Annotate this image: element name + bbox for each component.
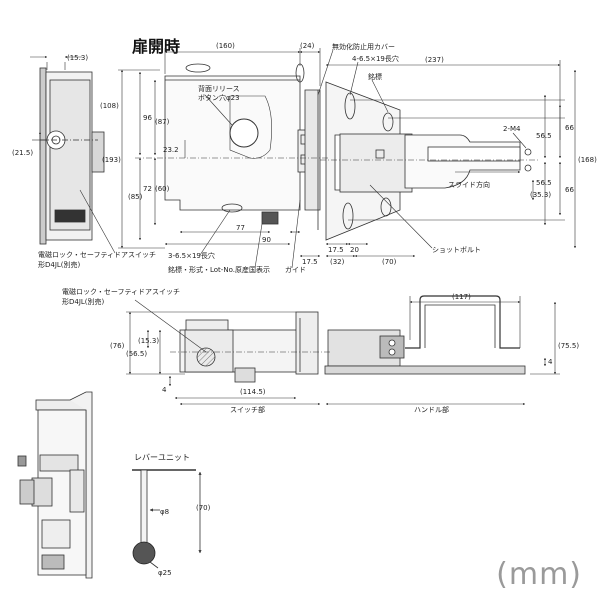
dim-15-3-left: (15.3) — [67, 54, 88, 62]
dim-77: 77 — [236, 224, 245, 232]
dim-32: (32) — [330, 258, 345, 266]
dim-70-top: (70) — [382, 258, 397, 266]
top-view-body — [164, 63, 321, 230]
lever-dim-70: (70) — [196, 504, 211, 512]
dim-72: 72 — [143, 185, 152, 193]
dim-24: (24) — [300, 42, 315, 50]
lever-unit-drawing — [132, 469, 202, 569]
dim-4-front-right: 4 — [548, 358, 553, 366]
release-hole-label: ボタン穴φ23 — [198, 93, 240, 102]
dim-4-front-left: 4 — [162, 386, 167, 394]
top-view-slide-bracket — [320, 81, 540, 241]
dim-117: (117) — [452, 293, 471, 301]
left-switch-label-2: 形D4JL(別売) — [38, 260, 81, 269]
dim-60: (60) — [155, 185, 170, 193]
dim-75-5: (75.5) — [558, 342, 579, 350]
dim-17-5-right: 17.5 — [302, 258, 318, 266]
dim-108: (108) — [100, 102, 119, 110]
unit-label: (mm) — [496, 557, 582, 592]
dim-193: (193) — [102, 156, 121, 164]
dim-56-5-bottom: 56.5 — [536, 179, 552, 187]
shot-bolt-label: ショットボルト — [432, 246, 481, 254]
dim-66-top: 66 — [565, 124, 574, 132]
dim-66-bottom: 66 — [565, 186, 574, 194]
lever-dim-phi8: φ8 — [160, 508, 169, 516]
slot-top-label: 4-6.5×19長穴 — [352, 54, 399, 63]
bottom-left-side-view — [17, 391, 93, 579]
front-switch-label-1: 電磁ロック・セーフティドアスイッチ — [62, 287, 180, 296]
dim-56-5-front: (56.5) — [126, 350, 147, 358]
dim-168: (168) — [578, 156, 597, 164]
dim-17-5-left: 17.5 — [328, 246, 344, 254]
front-view-body — [170, 295, 526, 383]
slot-bottom-label: 3-6.5×19長穴 — [168, 251, 215, 260]
left-view-dim-lines — [30, 55, 116, 254]
top-view-dim-lines — [118, 48, 577, 269]
dim-15-3-front: (15.3) — [138, 337, 159, 345]
left-switch-label-1: 電磁ロック・セーフティドアスイッチ — [38, 250, 156, 259]
slide-direction-label: スライド方向 — [448, 180, 490, 189]
guide-label: ガイド — [285, 265, 306, 274]
dim-35-3: (35.3) — [530, 191, 551, 199]
dim-56-5-top: 56.5 — [536, 132, 552, 140]
handle-part-label: ハンドル部 — [414, 405, 449, 414]
nameplate-right-label: 銘標 — [368, 72, 382, 81]
dim-76: (76) — [110, 342, 125, 350]
release-button-label: 背面リリース — [198, 84, 240, 93]
dim-21-5: (21.5) — [12, 149, 33, 157]
dim-20: 20 — [350, 246, 359, 254]
dim-90: 90 — [262, 236, 271, 244]
dim-160: (160) — [216, 42, 235, 50]
m4-label: 2-M4 — [503, 125, 521, 133]
dim-87: (87) — [155, 118, 170, 126]
dim-114-5: (114.5) — [240, 388, 266, 396]
dim-237: (237) — [425, 56, 444, 64]
dim-96: 96 — [143, 114, 152, 122]
lever-unit-title: レバーユニット — [134, 453, 190, 462]
front-switch-label-2: 形D4JL(別売) — [62, 297, 105, 306]
dim-23-2: 23.2 — [163, 146, 179, 154]
dim-85: (85) — [128, 193, 143, 201]
front-view-dim-lines — [126, 296, 560, 406]
cover-label: 無効化防止用カバー — [332, 42, 395, 51]
nameplate-info-label: 銘標・形式・Lot-No.原産国表示 — [168, 265, 270, 274]
left-side-view — [39, 67, 105, 245]
switch-part-label: スイッチ部 — [230, 405, 265, 414]
lever-dim-phi25: φ25 — [158, 569, 172, 577]
